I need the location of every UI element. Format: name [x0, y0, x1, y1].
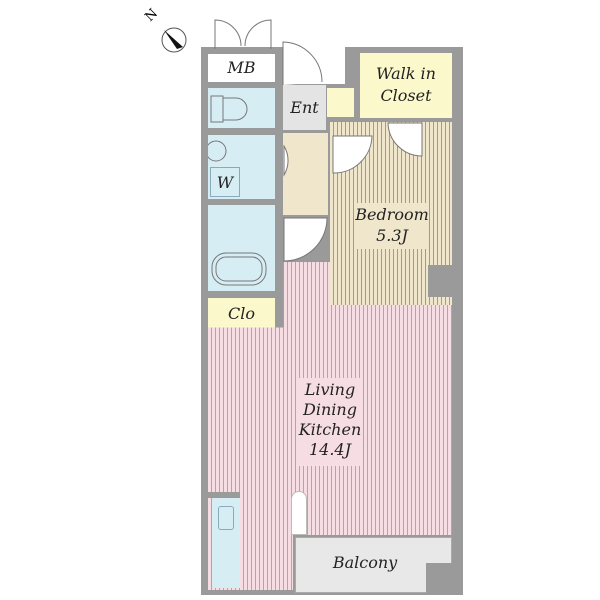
entrance-door-icon[interactable]	[282, 40, 324, 86]
entrance-label: Ent	[290, 98, 319, 117]
ldk-size: 14.4J	[308, 440, 352, 459]
kitchen-counter	[212, 498, 240, 588]
closet-door-icon[interactable]	[387, 122, 423, 158]
balcony-label: Balcony	[332, 553, 398, 572]
fridge-space	[291, 491, 307, 535]
kitchen-wall	[208, 492, 240, 498]
bedroom-label: Bedroom	[355, 205, 429, 224]
ldk-label-2: Dining	[303, 400, 357, 419]
mb-room	[208, 54, 275, 82]
balcony-pillar	[426, 563, 452, 593]
ldk-label-1: Living	[304, 380, 356, 399]
washroom-label: W	[216, 173, 234, 192]
mb-door-icon[interactable]	[214, 18, 272, 50]
stove-icon	[218, 506, 234, 530]
closet-label: Clo	[228, 304, 255, 323]
balcony	[295, 537, 452, 593]
mb-label: MB	[227, 58, 256, 77]
bedroom-size: 5.3J	[376, 226, 408, 245]
toilet	[208, 88, 275, 128]
closet	[208, 298, 275, 328]
ldk-label-3: Kitchen	[298, 420, 362, 439]
hallway	[283, 133, 328, 215]
walk-in-closet-label-2: Closet	[380, 86, 432, 105]
ldk-door-icon[interactable]	[283, 217, 328, 263]
ldk-label-box	[298, 378, 360, 466]
entrance	[283, 85, 326, 130]
shoe-closet	[327, 88, 354, 117]
walk-in-closet-label-1: Walk in	[376, 64, 436, 83]
bedroom-pillar	[428, 265, 452, 297]
bedroom-door-icon[interactable]	[332, 135, 374, 175]
hall-door-icon[interactable]	[283, 145, 313, 177]
bedroom-label-box	[356, 203, 428, 249]
compass-icon: N	[142, 6, 190, 54]
walk-in-closet	[360, 53, 452, 118]
bathtub-icon	[211, 252, 267, 286]
toilet-icon	[210, 95, 248, 123]
bathroom	[208, 205, 275, 291]
washer-space	[210, 167, 240, 197]
sink-icon	[208, 140, 227, 162]
